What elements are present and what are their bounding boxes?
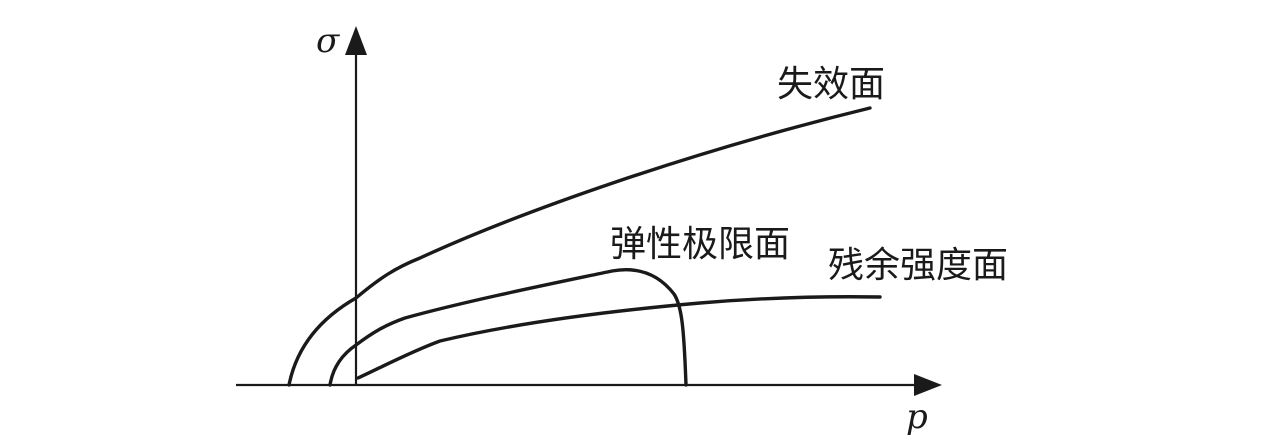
x-axis-label: p bbox=[906, 397, 928, 437]
y-axis-arrowhead bbox=[345, 26, 367, 55]
x-axis-arrowhead bbox=[914, 374, 942, 396]
failure-surface-label: 失效面 bbox=[777, 64, 885, 105]
residual-strength-surface-curve bbox=[356, 295, 882, 380]
y-axis-label: σ bbox=[316, 21, 340, 61]
elastic-limit-surface-label: 弹性极限面 bbox=[610, 224, 790, 265]
elastic-limit-surface-curve bbox=[328, 268, 688, 387]
residual-strength-surface-label: 残余强度面 bbox=[828, 245, 1008, 286]
failure-surface-curve bbox=[287, 106, 872, 387]
